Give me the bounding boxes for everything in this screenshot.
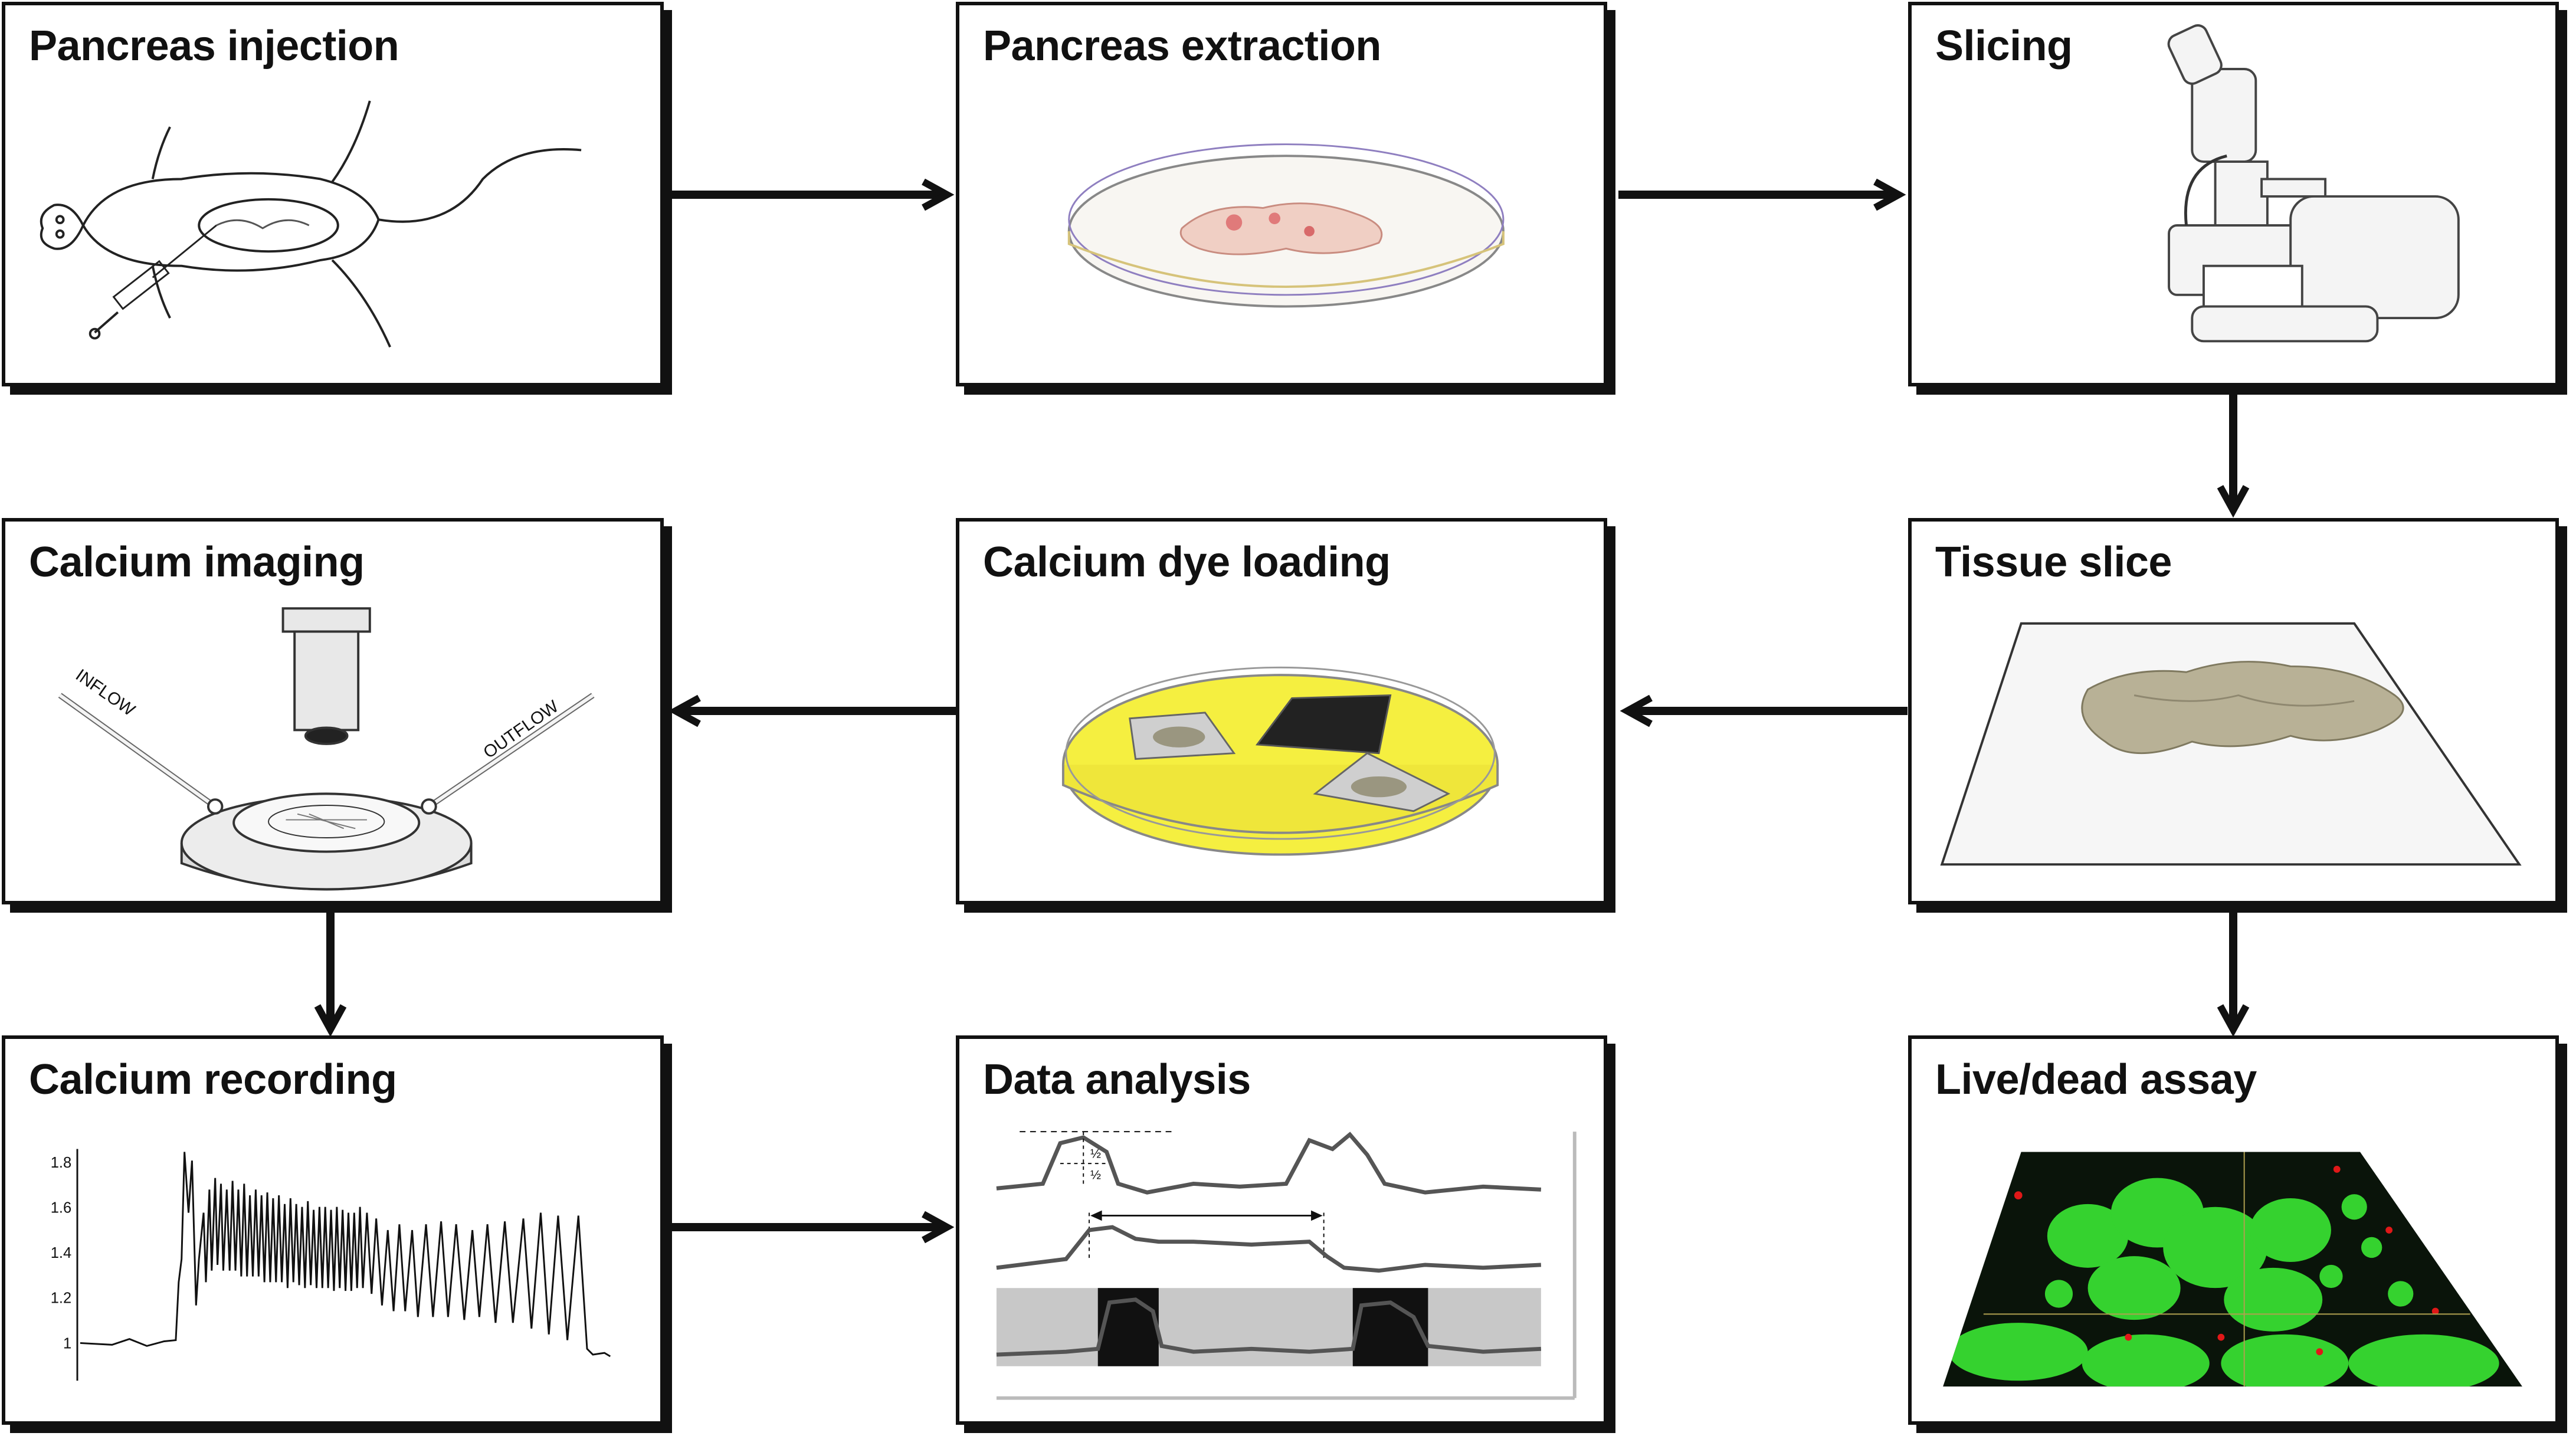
arrow-dye-loading-to-imaging bbox=[668, 694, 956, 727]
arrow-tissue-slice-to-dye-loading bbox=[1620, 694, 1908, 727]
y-tick-label: 1.4 bbox=[51, 1245, 71, 1261]
panel-pancreas-injection: Pancreas injection bbox=[2, 2, 664, 386]
panel-title: Tissue slice bbox=[1935, 539, 2172, 586]
data-analysis-plot: ½ ½ bbox=[996, 1131, 1577, 1400]
outflow-label: OUTFLOW bbox=[480, 697, 562, 763]
panel-title: Pancreas extraction bbox=[983, 22, 1381, 70]
y-tick-label: 1.2 bbox=[51, 1290, 71, 1307]
panel-title: Calcium recording bbox=[29, 1056, 397, 1103]
panel-title: Calcium imaging bbox=[29, 539, 365, 586]
dye-dish-illustration bbox=[1061, 666, 1499, 856]
y-tick-label: 1.8 bbox=[51, 1155, 71, 1171]
mouse-illustration bbox=[40, 100, 582, 347]
panel-title: Pancreas injection bbox=[29, 22, 399, 70]
tissue-slice-illustration bbox=[1940, 622, 2522, 866]
panel-data-analysis: Data analysis ½ ½ bbox=[956, 1035, 1607, 1425]
half-label-top: ½ bbox=[1090, 1146, 1101, 1160]
panel-pancreas-extraction: Pancreas extraction bbox=[956, 2, 1607, 386]
panel-title: Live/dead assay bbox=[1935, 1056, 2257, 1103]
panel-calcium-imaging: Calcium imaging INFLOW OUTFLOW bbox=[2, 518, 664, 904]
y-tick-label: 1.6 bbox=[51, 1200, 71, 1217]
panel-tissue-slice: Tissue slice bbox=[1908, 518, 2559, 904]
calcium-trace-plot: 1.8 1.6 1.4 1.2 1 bbox=[51, 1149, 611, 1381]
panel-slicing: Slicing bbox=[1908, 2, 2559, 386]
panel-calcium-recording: Calcium recording 1.8 1.6 1.4 1.2 1 bbox=[2, 1035, 664, 1425]
panel-title: Data analysis bbox=[983, 1056, 1251, 1103]
panel-title: Calcium dye loading bbox=[983, 539, 1391, 586]
arrow-extraction-to-slicing bbox=[1618, 178, 1906, 211]
petri-dish-illustration bbox=[1067, 143, 1505, 308]
arrow-injection-to-extraction bbox=[667, 178, 955, 211]
half-label-bottom: ½ bbox=[1090, 1168, 1101, 1182]
panel-calcium-dye-loading: Calcium dye loading bbox=[956, 518, 1607, 904]
y-tick-label: 1 bbox=[63, 1335, 71, 1352]
arrow-recording-to-analysis bbox=[667, 1211, 955, 1244]
arrow-slicing-to-tissue-slice bbox=[2217, 392, 2250, 518]
imaging-chamber-illustration: INFLOW OUTFLOW bbox=[58, 607, 595, 891]
arrow-imaging-to-recording bbox=[314, 912, 347, 1037]
arrow-tissue-slice-to-live-dead bbox=[2217, 912, 2250, 1037]
panel-title: Slicing bbox=[1935, 22, 2073, 70]
panel-live-dead-assay: Live/dead assay bbox=[1908, 1035, 2559, 1425]
live-dead-image bbox=[1943, 1152, 2522, 1387]
microtome-illustration bbox=[2167, 24, 2460, 343]
